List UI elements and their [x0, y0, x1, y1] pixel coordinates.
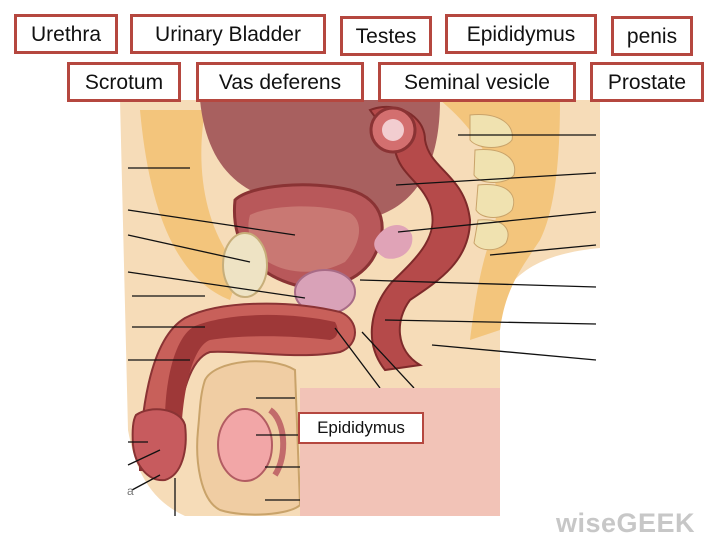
label-text: Urinary Bladder — [155, 22, 301, 46]
label-vas-deferens[interactable]: Vas deferens — [196, 62, 364, 102]
label-text: Prostate — [607, 70, 687, 94]
label-seminal-vesicle[interactable]: Seminal vesicle — [378, 62, 576, 102]
overlay-label-epididymus[interactable]: Epididymus — [298, 412, 424, 444]
label-penis[interactable]: penis — [611, 16, 693, 56]
epididymis-organ — [268, 407, 287, 477]
bladder-wall — [248, 206, 360, 272]
leader-lines — [127, 134, 597, 516]
vertebra — [475, 184, 514, 218]
pubic-bone — [222, 232, 268, 298]
label-urethra[interactable]: Urethra — [14, 14, 118, 54]
label-text: penis — [626, 24, 678, 48]
seminal-vesicle-organ — [374, 224, 413, 259]
label-text: Epididymus — [466, 22, 576, 46]
watermark-logo: wiseGEEK — [556, 508, 696, 538]
colon-ring-inner — [382, 119, 404, 141]
corpus-cavernosum — [165, 314, 338, 420]
label-scrotum[interactable]: Scrotum — [67, 62, 181, 102]
label-text: Scrotum — [84, 70, 164, 94]
label-testes[interactable]: Testes — [340, 16, 432, 56]
abdominal-fat — [140, 110, 240, 300]
glans — [131, 408, 187, 482]
label-urinary-bladder[interactable]: Urinary Bladder — [130, 14, 326, 54]
label-prostate[interactable]: Prostate — [590, 62, 704, 102]
overlay-box — [300, 388, 500, 516]
label-epididymus[interactable]: Epididymus — [445, 14, 597, 54]
rectum — [368, 105, 472, 372]
label-text: Testes — [355, 24, 417, 48]
vertebra — [469, 114, 513, 148]
spine-region — [440, 100, 560, 340]
label-text: Urethra — [30, 22, 102, 46]
label-text: Seminal vesicle — [404, 70, 550, 94]
label-text: Vas deferens — [218, 70, 342, 94]
stray-letter: a — [127, 484, 134, 498]
overlay-label-text: Epididymus — [317, 418, 405, 437]
testis-organ — [217, 408, 273, 482]
